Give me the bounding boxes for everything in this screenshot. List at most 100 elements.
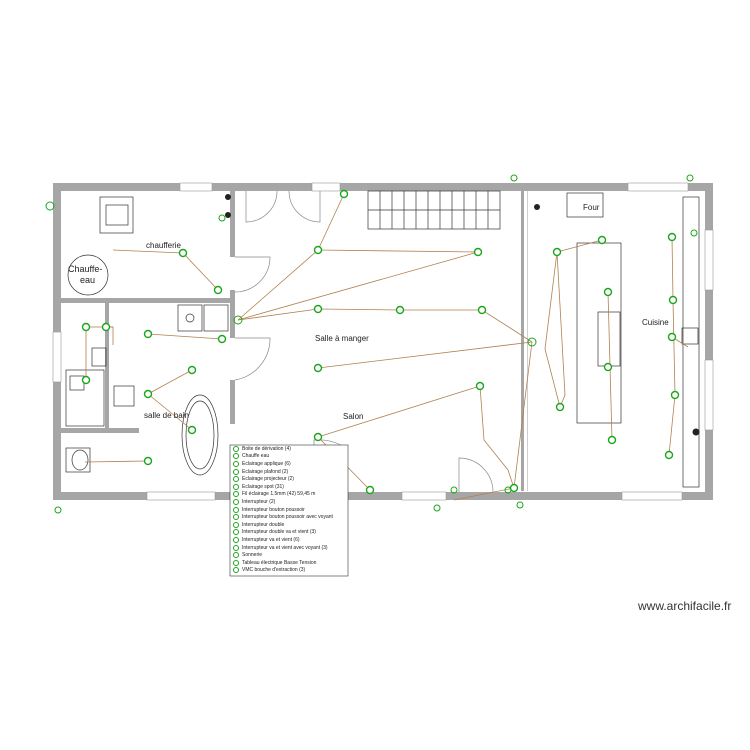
vmc-icon	[534, 204, 540, 210]
legend-item-label: Eclairage applique (6)	[242, 460, 291, 467]
water-heater-tank	[67, 254, 109, 296]
spot-light-icon	[339, 189, 349, 199]
spot-light-icon	[664, 450, 674, 460]
spot-light-icon	[607, 435, 617, 445]
legend-item-label: Interrupteur bouton poussoir	[242, 506, 305, 513]
spot-light-icon	[233, 483, 239, 490]
spot-light-icon	[187, 365, 197, 375]
legend-item: Eclairage plafond (2)	[233, 468, 347, 476]
legend-item-label: Chauffe eau	[242, 453, 270, 460]
push-switch-icon	[233, 506, 239, 513]
label-salle-de-bain: salle de bain	[144, 411, 189, 420]
switch-icon	[510, 174, 518, 182]
spot-light-icon	[552, 247, 562, 257]
spot-light-icon	[213, 285, 223, 295]
spot-light-icon	[670, 390, 680, 400]
vmc-icon	[225, 194, 231, 200]
label-chauffe-eau-1: Chauffe-	[68, 264, 103, 274]
wiring	[84, 193, 689, 501]
legend-item-label: Tableau électrique Basse Tension	[242, 559, 317, 566]
two-way-switch-icon	[233, 536, 239, 543]
legend-item: Sonnerie	[233, 551, 347, 559]
legend-item-label: Interrupteur double va et vient (3)	[242, 529, 316, 536]
spot-light-icon	[477, 305, 487, 315]
legend-item-label: Eclairage projecteur (2)	[242, 476, 294, 483]
fixtures	[65, 192, 700, 488]
legend-item: Chauffe eau	[233, 453, 347, 461]
switch-icon	[233, 315, 243, 325]
legend-item: Interrupteur va et vient avec voyant (3)	[233, 544, 347, 552]
push-switch-light-icon	[233, 514, 239, 521]
spot-light-icon	[597, 235, 607, 245]
water-heater-icon	[233, 453, 239, 460]
legend-item-label: Eclairage plafond (2)	[242, 468, 289, 475]
panel-icon	[233, 559, 239, 566]
label-four: Four	[583, 203, 600, 212]
spot-light-icon	[555, 402, 565, 412]
legend-item: Interrupteur double	[233, 521, 347, 529]
label-cuisine: Cuisine	[642, 318, 669, 327]
legend-item: Eclairage applique (6)	[233, 460, 347, 468]
projector-light-icon	[233, 476, 239, 483]
spot-light-icon	[143, 456, 153, 466]
spot-light-icon	[81, 322, 91, 332]
interior-walls	[61, 191, 528, 491]
double-two-way-switch-icon	[233, 529, 239, 536]
spot-light-icon	[81, 375, 91, 385]
spot-light-icon	[603, 362, 613, 372]
switch-icon	[45, 201, 55, 211]
windows	[52, 182, 714, 501]
spot-light-icon	[473, 247, 483, 257]
light-spots	[81, 189, 680, 495]
wire-icon	[233, 491, 239, 498]
vmc-icon	[692, 428, 700, 436]
legend-item: Tableau électrique Basse Tension	[233, 559, 347, 567]
spot-light-icon	[101, 322, 111, 332]
legend-item: Interrupteur double va et vient (3)	[233, 529, 347, 537]
switch-icon	[686, 174, 694, 182]
legend-item: Fil éclairage 1.5mm (42) 59,45 m	[233, 491, 347, 499]
outer-walls	[53, 183, 713, 500]
legend-item: VMC bouche d'extraction (3)	[233, 567, 347, 575]
switch-icon	[433, 504, 441, 512]
spot-light-icon	[313, 245, 323, 255]
spot-light-icon	[143, 389, 153, 399]
watermark: www.archifacile.fr	[638, 599, 732, 613]
label-salle-a-manger: Salle à manger	[315, 334, 369, 343]
legend-item-label: Interrupteur (2)	[242, 498, 276, 505]
spot-light-icon	[143, 329, 153, 339]
legend-item: Interrupteur bouton poussoir	[233, 506, 347, 514]
spot-light-icon	[509, 483, 519, 493]
legend-item-label: Interrupteur va et vient (6)	[242, 536, 300, 543]
spot-light-icon	[313, 304, 323, 314]
spot-light-icon	[395, 305, 405, 315]
legend-item-label: Fil éclairage 1.5mm (42) 59,45 m	[242, 491, 316, 498]
label-chauffe-eau-2: eau	[80, 275, 96, 285]
switch-icon	[54, 506, 62, 514]
spot-light-icon	[365, 485, 375, 495]
legend	[229, 444, 349, 577]
spot-light-icon	[475, 381, 485, 391]
switch-icon	[516, 501, 524, 509]
ceiling-light-icon	[233, 468, 239, 475]
spot-light-icon	[178, 248, 188, 258]
legend-item-label: Interrupteur double	[242, 521, 285, 528]
spot-light-icon	[313, 432, 323, 442]
switch-icon	[233, 498, 239, 505]
vmc-icon	[225, 212, 231, 218]
spot-light-icon	[603, 287, 613, 297]
stairs	[367, 190, 501, 230]
spot-light-icon	[668, 295, 678, 305]
legend-item: Boite de dérivation (4)	[233, 445, 347, 453]
legend-item: Interrupteur va et vient (6)	[233, 536, 347, 544]
black-symbols	[225, 194, 700, 436]
legend-item-label: Sonnerie	[242, 552, 263, 559]
spot-light-icon	[187, 425, 197, 435]
legend-item-label: Interrupteur va et vient avec voyant (3)	[242, 544, 328, 551]
two-way-switch-light-icon	[233, 544, 239, 551]
socket-icon	[233, 445, 239, 452]
spot-light-icon	[667, 232, 677, 242]
spot-light-icon	[667, 332, 677, 342]
bell-icon	[233, 552, 239, 559]
spot-light-icon	[313, 363, 323, 373]
